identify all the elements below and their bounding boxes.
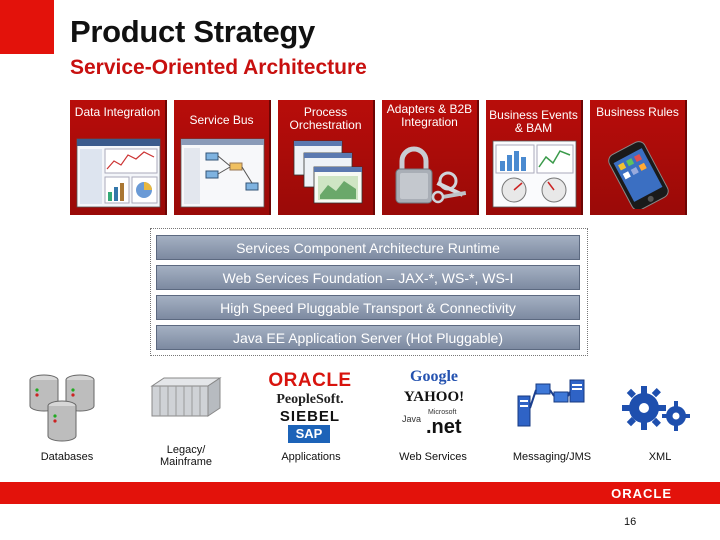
tile-adapters-b2b[interactable]: Adapters & B2B Integration — [382, 100, 479, 215]
databases-icon — [29, 374, 95, 442]
oracle-logo: ORACLE — [268, 370, 352, 391]
tile-label: Adapters & B2B Integration — [386, 102, 473, 129]
application-logos: ORACLE PeopleSoft. SIEBEL SAP — [252, 370, 368, 446]
footer-bar — [0, 482, 720, 504]
tile-process-orchestration[interactable]: Process Orchestration — [278, 100, 375, 215]
process-diagram-screenshot-icon — [180, 138, 265, 208]
java-logo: Java — [402, 414, 422, 424]
stack-layer-java-ee-server[interactable]: Java EE Application Server (Hot Pluggabl… — [156, 325, 580, 350]
web-service-logos: Google YAHOO! Java Microsoft .net — [398, 368, 470, 442]
mainframe-icon — [150, 377, 222, 417]
smartphone-icon — [608, 141, 669, 209]
charts-dashboard-icon — [492, 140, 577, 208]
databases-label: Databases — [40, 451, 94, 463]
microsoft-logo: Microsoft — [428, 409, 457, 416]
tile-label: Process Orchestration — [289, 105, 362, 132]
peoplesoft-logo: PeopleSoft. — [276, 392, 344, 407]
stack-layer-sca-runtime[interactable]: Services Component Architecture Runtime — [156, 235, 580, 260]
dotnet-logo: .net — [426, 416, 462, 438]
siebel-logo: SIEBEL — [279, 408, 341, 425]
gears-icon — [622, 386, 690, 431]
tile-service-bus[interactable]: Service Bus — [174, 100, 271, 215]
applications-label: Applications — [281, 451, 341, 463]
tile-data-integration[interactable]: Data Integration — [70, 100, 167, 215]
tile-label: Service Bus — [189, 113, 254, 127]
runtime-stack: Services Component Architecture Runtime … — [150, 228, 588, 356]
padlock-and-keys-icon — [395, 146, 467, 204]
yahoo-logo: YAHOO! — [403, 389, 465, 405]
tile-label: Business Rules — [596, 105, 679, 119]
footer-oracle-logo: ORACLE — [611, 486, 672, 501]
slide-title: Product Strategy — [70, 14, 315, 49]
stacked-windows-icon — [293, 140, 363, 204]
dashboard-screenshot-icon — [76, 138, 161, 208]
tile-label: Business Events & BAM — [489, 108, 578, 135]
slide-subtitle: Service-Oriented Architecture — [70, 56, 367, 79]
tile-business-rules[interactable]: Business Rules — [590, 100, 687, 215]
red-corner-accent — [0, 0, 54, 54]
stack-layer-transport-connectivity[interactable]: High Speed Pluggable Transport & Connect… — [156, 295, 580, 320]
mainframe-label: Legacy/ Mainframe — [160, 444, 212, 468]
tile-business-events-bam[interactable]: Business Events & BAM — [486, 100, 583, 215]
messaging-label: Messaging/JMS — [512, 451, 592, 463]
capability-tiles: Data Integration Service Bus — [70, 100, 687, 215]
xml-label: XML — [648, 451, 672, 463]
tile-label: Data Integration — [74, 105, 161, 119]
stack-layer-web-services-foundation[interactable]: Web Services Foundation – JAX-*, WS-*, W… — [156, 265, 580, 290]
google-logo: Google — [410, 368, 458, 385]
page-number: 16 — [624, 516, 637, 528]
sap-logo: SAP — [288, 425, 330, 443]
web-services-label: Web Services — [399, 451, 467, 463]
messaging-icon — [517, 379, 585, 427]
